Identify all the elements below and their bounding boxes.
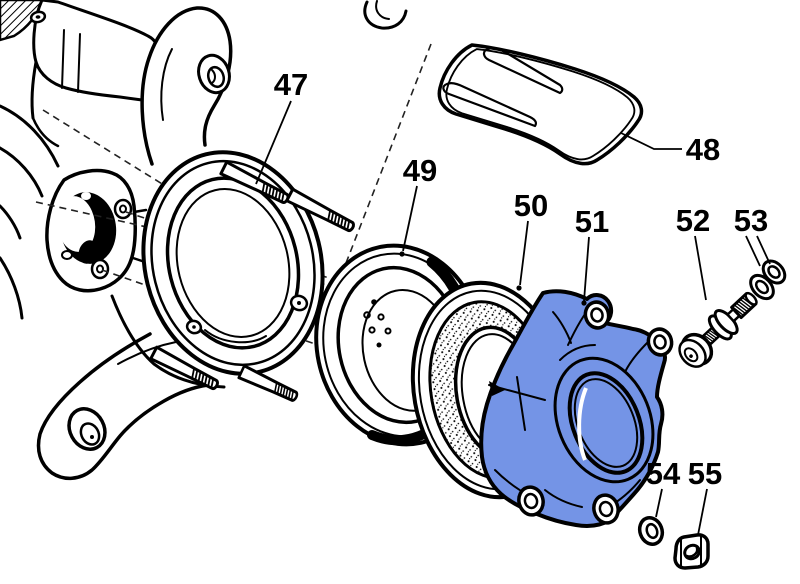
- leader-51: [583, 236, 590, 302]
- leader-52: [694, 235, 707, 301]
- leader-55: [697, 488, 708, 536]
- cropped-part-edge: [363, 0, 408, 30]
- part-48-gasket: [437, 43, 644, 166]
- part-53-washers: [749, 259, 787, 301]
- part-label-55: 55: [688, 456, 722, 491]
- leader-54: [655, 488, 663, 518]
- part-label-51: 51: [575, 204, 609, 239]
- part-label-49: 49: [403, 153, 437, 188]
- part-47-mounting-ring: [141, 150, 325, 376]
- part-labels: 47 48 49 50 51 52 53 54 55: [274, 67, 768, 491]
- part-label-47: 47: [274, 67, 308, 102]
- leader-53: [745, 235, 771, 267]
- part-label-52: 52: [676, 203, 710, 238]
- part-label-48: 48: [686, 132, 720, 167]
- cover-bolt-ears: [517, 300, 674, 525]
- leader-lines: [255, 100, 771, 536]
- ring-inner-curl: [204, 329, 267, 344]
- part-47-pump-housing: [36, 6, 233, 480]
- part-55-nut: [673, 533, 710, 570]
- part-label-53: 53: [734, 203, 768, 238]
- engine-casting: [0, 0, 161, 320]
- part-52-bolt-assembly: [678, 291, 758, 368]
- part-51-cover-highlighted: [479, 289, 674, 528]
- leader-48: [620, 132, 682, 150]
- leader-50: [519, 220, 529, 286]
- part-label-50: 50: [514, 188, 548, 223]
- leader-49: [402, 185, 418, 252]
- part-label-54: 54: [646, 456, 681, 491]
- leader-47: [255, 100, 292, 185]
- part-54-washer: [637, 516, 665, 546]
